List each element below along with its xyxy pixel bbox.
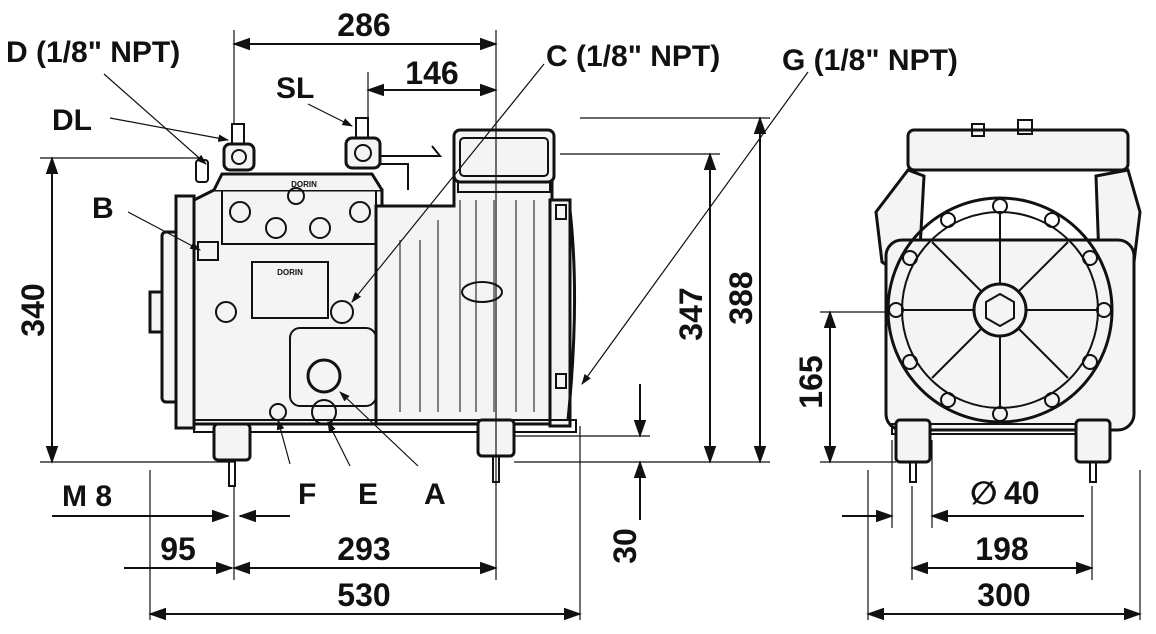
right-end-cover: [566, 209, 577, 421]
cover-bolts: [888, 198, 1112, 422]
left-stud: [228, 459, 236, 487]
head-bolt-1: [229, 201, 251, 223]
front-view: [874, 119, 1142, 483]
dim-30: 30: [607, 528, 643, 564]
label-d-port: D (1/8" NPT): [6, 36, 180, 69]
front-left-foot: [894, 418, 932, 464]
flange-bolt-1: [555, 204, 567, 220]
head-bolt-5: [287, 187, 305, 205]
front-right-stud: [1089, 461, 1097, 483]
leader-a: [339, 391, 419, 467]
c-plug: [330, 300, 354, 324]
label-sl: SL: [276, 72, 314, 105]
dl-fitting: [195, 159, 209, 183]
cylinder-head-top: [212, 172, 384, 191]
discharge-valve-port: [231, 149, 247, 165]
suction-box-neck: [457, 181, 551, 193]
label-e: E: [358, 478, 378, 511]
dim-300: 300: [977, 577, 1030, 613]
head-brand: DORIN: [291, 180, 317, 189]
label-g-port: G (1/8" NPT): [782, 44, 958, 77]
cover-spokes: [904, 214, 1096, 406]
label-m8: M 8: [62, 480, 112, 513]
leader-lines: [103, 63, 809, 467]
discharge-valve: [222, 142, 256, 172]
dim-388: 388: [723, 271, 759, 324]
suction-box-inner: [459, 137, 549, 177]
dim-530: 530: [337, 577, 390, 613]
b-plug: [197, 241, 219, 261]
dim-198: 198: [975, 531, 1028, 567]
front-top-fitting: [1017, 119, 1033, 135]
oil-pump-boss: [289, 327, 377, 407]
leader-c: [351, 63, 545, 303]
suction-valve: [344, 136, 382, 170]
left-flange: [174, 194, 196, 430]
label-b: B: [92, 192, 114, 225]
diameter-symbol: ∅: [970, 475, 997, 511]
head-bolt-2: [265, 217, 287, 239]
dim-347: 347: [673, 287, 709, 340]
front-left-stud: [909, 461, 917, 483]
head-bolt-3: [309, 217, 331, 239]
leader-dl: [109, 117, 230, 142]
suction-tube: [380, 163, 409, 190]
head-bolt-4: [349, 201, 371, 223]
left-foot: [212, 422, 252, 462]
front-ext-lines: [820, 311, 1141, 620]
base-rail: [193, 419, 577, 433]
leader-g: [581, 71, 809, 385]
label-a: A: [424, 478, 446, 511]
housing-ribs: [399, 200, 535, 412]
leader-b: [127, 211, 201, 251]
sight-boss: [461, 281, 503, 303]
dim-340: 340: [15, 283, 51, 336]
label-f: F: [298, 478, 316, 511]
dimension-lines: [40, 30, 1142, 621]
plate-brand: DORIN: [277, 268, 303, 277]
front-top-frame: [906, 128, 1130, 172]
label-dl: DL: [52, 104, 92, 137]
side-ext-horizontal: [40, 117, 770, 463]
side-view: DORIN DORIN: [148, 117, 577, 487]
leader-f: [276, 418, 291, 465]
sl-fitting: [355, 117, 369, 139]
name-plate: [251, 261, 329, 319]
dim-95: 95: [160, 531, 196, 567]
motor-end-cap: [148, 290, 164, 334]
label-c-port: C (1/8" NPT): [546, 40, 720, 73]
dim-286: 286: [337, 7, 390, 43]
leader-e: [327, 421, 351, 467]
suction-line: [380, 145, 443, 157]
shaft-hex: [985, 292, 1015, 328]
front-top-fitting-2: [971, 123, 985, 137]
suction-valve-port: [354, 144, 372, 162]
d-port-fitting: [231, 123, 245, 145]
dim-diam-40: 40: [1004, 475, 1040, 511]
dim-293: 293: [337, 531, 390, 567]
dim-146: 146: [405, 55, 458, 91]
crankcase-bolt: [215, 301, 237, 323]
cylinder-head-body: [221, 190, 377, 245]
leader-sl: [307, 103, 353, 127]
right-flange: [548, 198, 572, 428]
flange-bolt-2: [555, 373, 567, 389]
a-port: [306, 358, 342, 394]
front-right-foot: [1074, 418, 1112, 464]
leader-d: [103, 73, 207, 165]
dim-165: 165: [793, 355, 829, 408]
text-labels: D (1/8" NPT) C (1/8" NPT) G (1/8" NPT) S…: [6, 7, 1040, 613]
e-plug: [311, 399, 337, 425]
